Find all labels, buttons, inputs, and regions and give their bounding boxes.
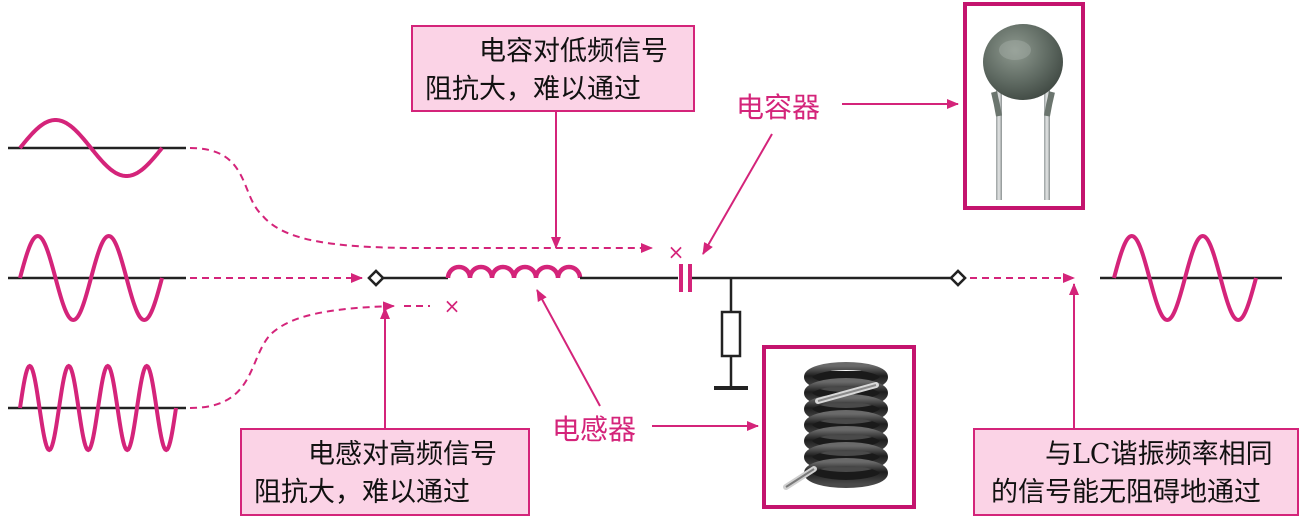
callout-line: 阻抗大，难以通过 (425, 74, 641, 105)
high-freq-block-marker: × (444, 294, 461, 318)
callout-line: 电容对低频信号 (479, 36, 668, 67)
ceramic-disc-capacitor-icon (983, 24, 1063, 200)
resonant-frequency-wave (18, 233, 164, 323)
capacitor-label: 电容器 (736, 91, 821, 124)
callout-line: 与LC谐振频率相同 (1045, 439, 1273, 470)
output-wave (1112, 233, 1258, 323)
high-freq-signal-path (189, 301, 395, 409)
resonant-callout-box: 与LC谐振频率相同 的信号能无阻碍地通过 (973, 428, 1299, 516)
capacitor-callout-box: 电容对低频信号 阻抗大，难以通过 (411, 25, 695, 112)
capacitor-photo-frame (963, 2, 1085, 210)
inductor-coil (445, 264, 583, 279)
output-terminal (949, 269, 967, 287)
inductor-label-to-coil-arrow (536, 289, 601, 407)
inductor-callout-box: 电感对高频信号 阻抗大，难以通过 (240, 428, 530, 516)
high-frequency-wave (18, 363, 178, 453)
low-freq-block-marker: × (668, 240, 685, 264)
callout-line: 阻抗大，难以通过 (254, 477, 470, 508)
load-resistor (720, 310, 742, 358)
callout-line: 电感对高频信号 (308, 439, 497, 470)
capacitor-label-to-symbol-arrow (702, 133, 773, 255)
inductor-photo-frame (762, 345, 916, 509)
inductor-label: 电感器 (552, 413, 637, 446)
air-core-coil-inductor-icon (783, 362, 888, 490)
input-terminal (367, 269, 385, 287)
callout-line: 的信号能无阻碍地通过 (991, 477, 1261, 508)
low-freq-signal-path (189, 147, 653, 253)
low-frequency-wave (18, 117, 164, 179)
